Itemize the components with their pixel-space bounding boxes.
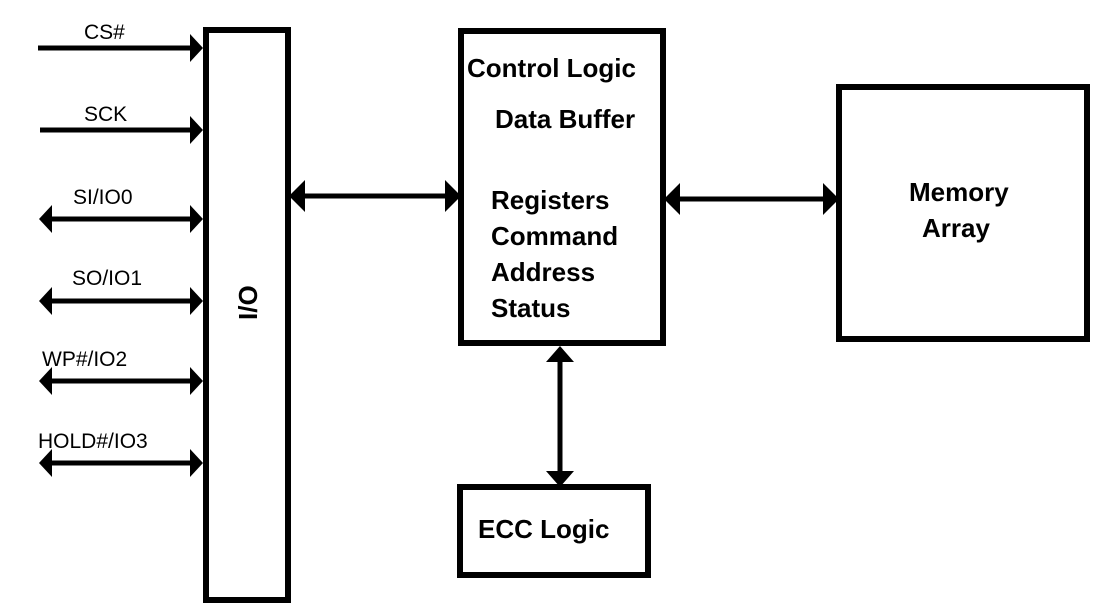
connection-io-to-control — [289, 180, 461, 212]
block-label-status: Status — [491, 293, 571, 323]
connection-control-to-memory — [664, 183, 839, 215]
signal-arrow-wp-io2 — [39, 367, 203, 395]
signal-arrow-so-io1 — [39, 287, 203, 315]
signal-arrow-cs — [38, 34, 203, 62]
connection-control-to-ecc — [546, 346, 574, 487]
block-label-data-buffer: Data Buffer — [495, 104, 636, 134]
block-label-registers: Registers — [491, 185, 610, 215]
block-label-control-logic: Control Logic — [467, 53, 636, 83]
block-control-logic — [458, 28, 666, 346]
block-io — [203, 27, 291, 603]
block-label-memory: Memory — [909, 177, 1009, 207]
signal-label-sck: SCK — [84, 103, 128, 126]
signal-label-hold-io3: HOLD#/IO3 — [38, 430, 148, 453]
signal-arrow-si-io0 — [39, 205, 203, 233]
signal-label-so-io1: SO/IO1 — [72, 267, 143, 290]
signal-label-si-io0: SI/IO0 — [73, 186, 133, 209]
block-memory-array — [836, 84, 1090, 342]
signal-label-wp-io2: WP#/IO2 — [42, 348, 128, 371]
signal-arrow-sck — [40, 116, 203, 144]
signal-label-cs: CS# — [84, 21, 125, 44]
block-ecc-logic — [457, 484, 651, 578]
signal-arrow-hold-io3 — [39, 449, 203, 477]
block-label-command: Command — [491, 221, 619, 251]
block-label-array: Array — [922, 213, 990, 243]
block-label-address: Address — [491, 257, 596, 287]
block-label-io: I/O — [233, 285, 263, 320]
block-label-ecc-logic: ECC Logic — [478, 514, 610, 544]
